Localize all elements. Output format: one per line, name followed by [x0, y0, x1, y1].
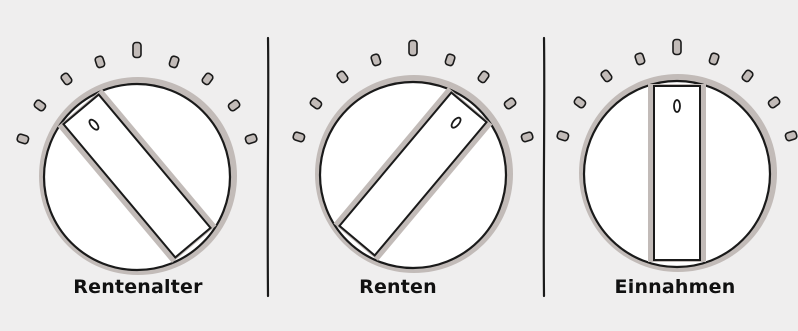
tick-mark [336, 70, 349, 84]
tick-mark [408, 39, 418, 57]
tick-mark [201, 72, 214, 86]
tick-mark [477, 70, 490, 84]
tick-mark [370, 53, 382, 67]
knob-grip[interactable] [648, 84, 706, 262]
tick-mark [33, 99, 47, 112]
tick-mark [244, 133, 258, 145]
tick-mark [168, 55, 180, 69]
tick-mark [444, 53, 456, 67]
knob-label-rentenalter: Rentenalter [73, 276, 203, 298]
knob-indicator [88, 118, 100, 131]
tick-mark [600, 69, 613, 83]
tick-mark [503, 97, 517, 110]
tick-mark [94, 55, 106, 69]
tick-mark [520, 131, 534, 143]
tick-mark [227, 99, 241, 112]
knob-label-renten: Renten [359, 276, 437, 298]
tick-mark [767, 96, 781, 109]
knob-label-einnahmen: Einnahmen [614, 276, 736, 298]
tick-mark [784, 130, 798, 142]
knob-einnahmen[interactable] [556, 38, 798, 273]
tick-mark [634, 52, 646, 66]
tick-mark [556, 130, 570, 142]
knob-grip[interactable] [333, 87, 493, 261]
tick-mark [132, 41, 142, 59]
divider-left [266, 36, 270, 298]
tick-mark [672, 38, 682, 56]
tick-mark [309, 97, 323, 110]
knob-renten[interactable] [292, 39, 534, 274]
tick-mark [741, 69, 754, 83]
tick-mark [573, 96, 587, 109]
knob-indicator [673, 99, 681, 113]
tick-mark [708, 52, 720, 66]
tick-mark [292, 131, 306, 143]
knob-grip[interactable] [57, 89, 217, 263]
divider-right [542, 36, 546, 298]
tick-mark [60, 72, 73, 86]
knob-indicator [450, 116, 462, 129]
tick-mark [16, 133, 30, 145]
knob-rentenalter[interactable] [16, 41, 258, 276]
